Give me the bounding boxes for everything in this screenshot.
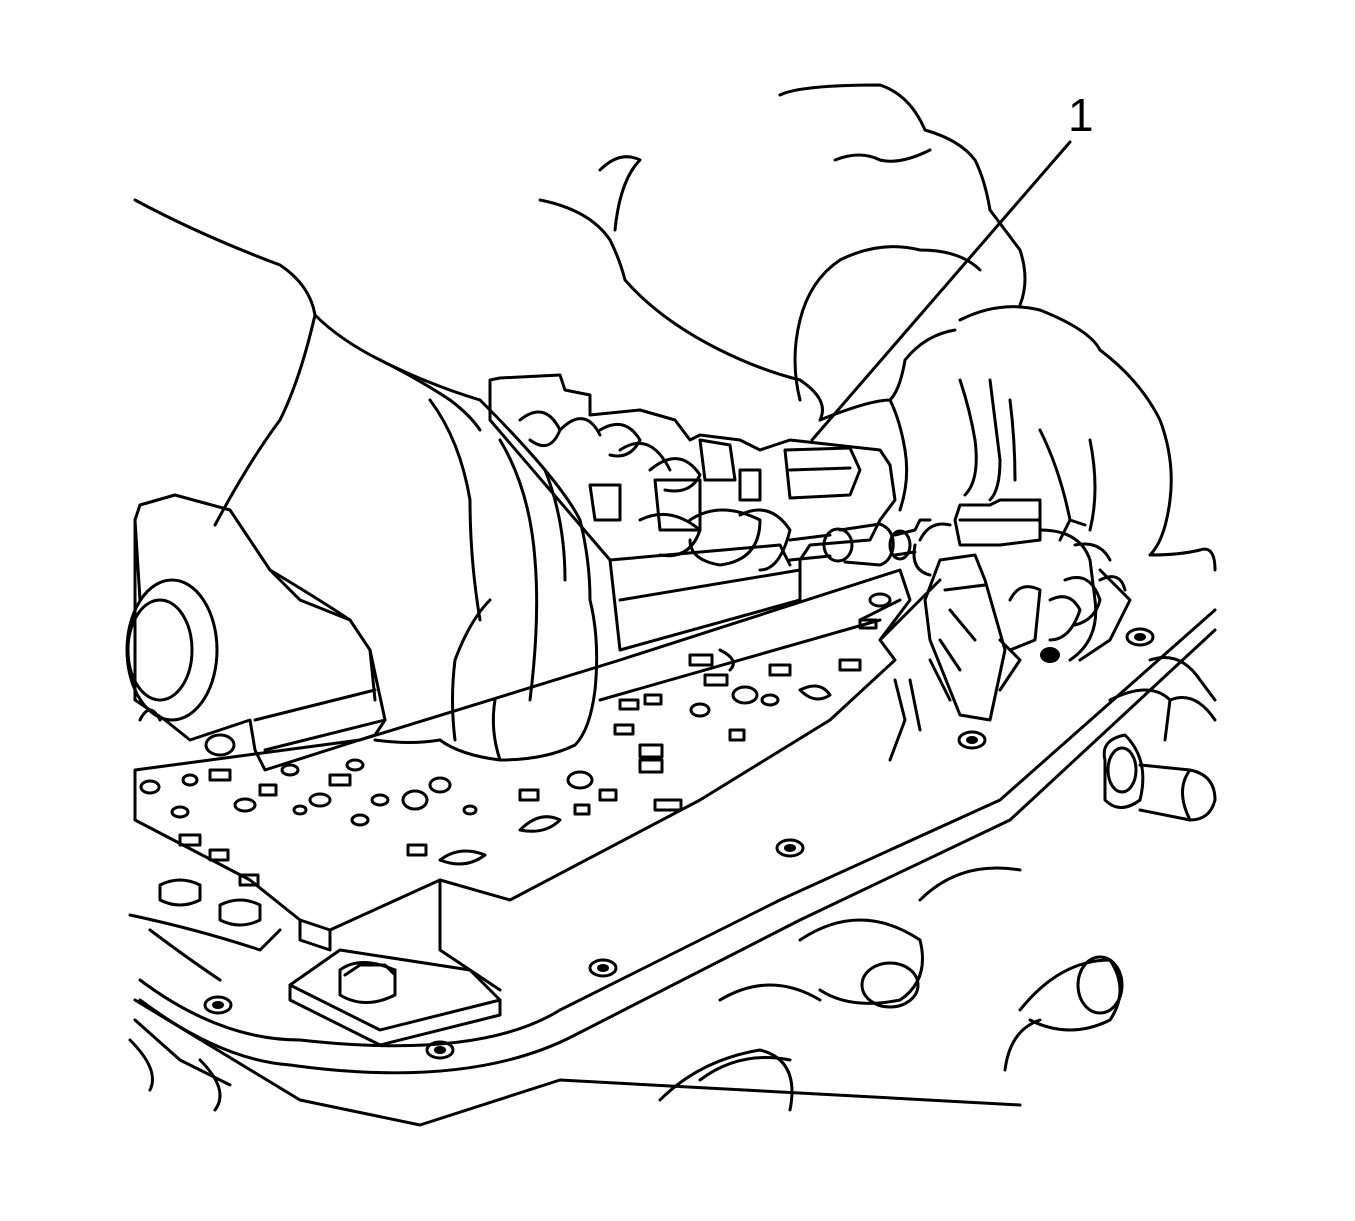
valve-body — [488, 373, 932, 652]
callout-1-leader — [810, 140, 1072, 442]
spacer-plate — [128, 568, 912, 992]
left-hand — [133, 198, 599, 762]
callout-1-label: 1 — [1068, 89, 1094, 141]
hold-down-bracket — [288, 948, 502, 1047]
wiring-harness-connector — [858, 498, 1132, 762]
transmission-case — [128, 608, 1217, 1127]
right-hand — [538, 83, 1217, 592]
solenoid-assembly — [125, 493, 387, 772]
